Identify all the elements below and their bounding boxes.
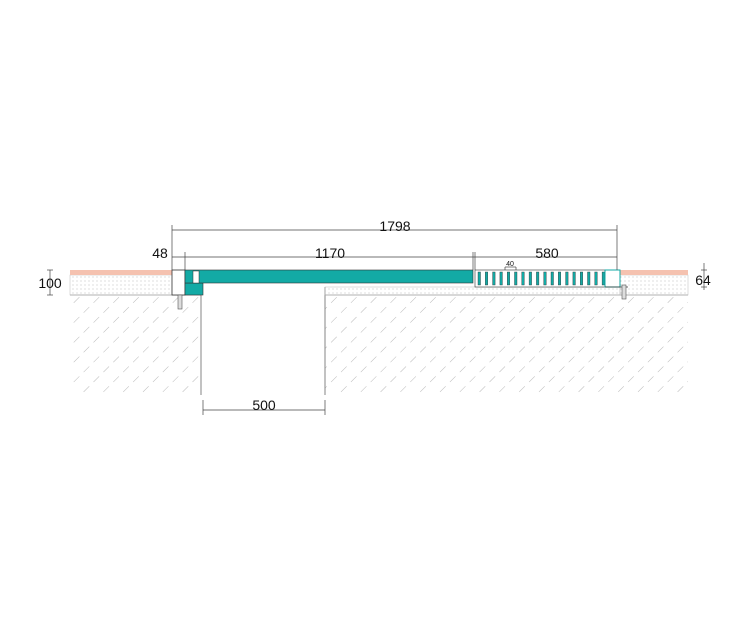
bellows-rib [580, 271, 583, 286]
bellows-rib [477, 271, 481, 286]
bellows [474, 269, 606, 288]
right-tile [620, 270, 688, 275]
dim-plate-width: 1170 [315, 245, 345, 261]
left-screed [69, 274, 173, 296]
bellows-rib [594, 271, 598, 286]
left-anchor-bolt [177, 294, 183, 310]
dim-joint-gap: 500 [252, 397, 276, 413]
cover-plate [184, 269, 474, 284]
bellows-rib [572, 271, 576, 286]
bellows-rib [499, 271, 503, 286]
bellows-rib [514, 271, 518, 286]
right-frame-profile [604, 269, 621, 288]
bellows-rib [587, 271, 591, 286]
bellows-rib [550, 271, 554, 286]
dim-right-height: 64 [695, 272, 711, 288]
bellows-rib [485, 271, 488, 286]
bellows-rib [558, 271, 561, 286]
bellows-rib [536, 271, 540, 286]
right-anchor-bolt [621, 284, 627, 300]
dim-total-width: 1798 [379, 218, 410, 234]
left-concrete [70, 295, 201, 395]
bellows-rib [521, 271, 525, 286]
bellows-rib [528, 271, 532, 286]
bellows-rib [492, 271, 496, 286]
bellows-rib [543, 271, 547, 286]
bellows-rib [565, 271, 569, 286]
bellows-rib [507, 271, 510, 286]
dim-left-height: 100 [38, 275, 62, 291]
dim-bellows-pitch: 40 [506, 261, 514, 268]
left-tile [70, 270, 172, 275]
dim-left-gap: 48 [152, 245, 168, 261]
left-frame-profile [171, 269, 186, 296]
right-concrete [325, 295, 688, 395]
bellows-rib [601, 271, 605, 286]
right-screed [619, 274, 689, 296]
dim-bellows-width: 580 [535, 245, 559, 261]
right-screed-under-bellows [324, 286, 621, 296]
